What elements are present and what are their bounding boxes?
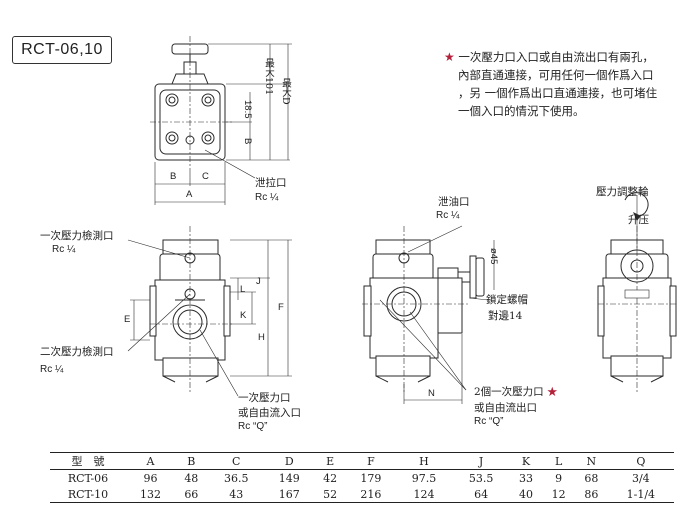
lock-nut-label: 鎖定螺帽 [486,294,528,306]
cell: 12 [551,487,566,501]
note-text-1: 一次壓力口入口或自由流出口有兩孔， [458,50,654,64]
col-b: B [187,454,196,468]
dim-18-5: 18.5 [242,100,253,119]
dim-j: J [256,276,261,287]
cell: 132 [139,487,161,501]
col-d: D [284,454,294,468]
cell: 86 [584,487,599,501]
col-j: J [478,454,484,468]
cell: 149 [278,471,300,485]
technical-drawings [127,36,678,404]
col-q: Q [636,454,646,468]
col-e: E [326,454,335,468]
dim-f: F [278,302,284,313]
cell: 66 [184,487,199,501]
note-line-3: ，另 一個作爲出口直通連接，也可堵住 [458,86,658,100]
cell: RCT-06 [67,471,109,485]
table-row: RCT-10 132 66 43 167 52 216 124 64 40 12… [50,486,674,503]
front-view [127,226,292,397]
primary-gauge-port-label: 一次壓力檢測口 [40,230,114,242]
primary-gauge-port-size: Rc ¼ [52,244,76,255]
cell: 48 [184,471,199,485]
cell: 33 [519,471,534,485]
dim-e: E [124,314,131,325]
dim-b-vertical: B [242,138,253,145]
col-a: A [146,454,155,468]
dim-k: K [240,310,247,321]
star-icon: ★ [444,50,455,64]
drain-port-size: Rc ¼ [255,192,279,203]
cell: 52 [323,487,338,501]
cell: 179 [360,471,382,485]
note-line-4: 一個入口的情況下使用。 [458,104,585,118]
col-k: K [521,454,531,468]
note-line-2: 內部直通連接，可用任何一個作爲入口 [458,68,654,82]
side-view [362,225,495,404]
star-marker-icon: ★ [547,386,558,398]
col-c: C [232,454,241,468]
drain-port-label: 泄拉口 [255,177,287,189]
outlet-size-label: Rc “Q” [474,416,504,427]
cell: 43 [229,487,244,501]
free-flow-outlet-label: 或自由流出口 [474,402,537,414]
dim-a: A [186,189,193,200]
cell: 167 [278,487,300,501]
cell: 9 [555,471,563,485]
dimension-table: 型 號 A B C D E F H J K L N Q RCT-06 96 48… [50,452,674,503]
cell: 96 [143,471,158,485]
cell: 42 [323,471,338,485]
dim-l: L [240,284,246,295]
secondary-gauge-port-label: 二次壓力檢測口 [40,346,114,358]
dim-c: C [202,171,209,182]
cell: 68 [584,471,599,485]
max-d-label: 最大D [280,78,291,105]
table-row: RCT-06 96 48 36.5 149 42 179 97.5 53.5 3… [50,470,674,487]
two-primary-ports-label: 2個一次壓力口 ★ [474,384,558,399]
primary-inlet-label: 一次壓力口 [238,392,291,404]
secondary-gauge-port-size: Rc ¼ [40,364,64,375]
across-flats-label: 對邊14 [488,310,523,322]
col-model: 型 號 [71,455,105,468]
drain-port-2-size: Rc ¼ [436,210,460,221]
two-primary-ports-text: 2個一次壓力口 [474,386,544,398]
cell: 36.5 [223,471,249,485]
cell: 1-1/4 [626,487,656,501]
rise-label: 升压 [628,214,649,226]
port-note: ★ 一次壓力口入口或自由流出口有兩孔， 內部直通連接，可用任何一個作爲入口 ，另… [444,48,694,120]
dim-n: N [428,388,435,399]
table-header-row: 型 號 A B C D E F H J K L N Q [50,452,674,470]
note-line-1: ★ 一次壓力口入口或自由流出口有兩孔， [444,48,694,66]
cell: 64 [474,487,489,501]
dim-b: B [170,171,177,182]
cell: 124 [413,487,435,501]
top-view [150,36,292,205]
col-n: N [586,454,597,468]
inlet-size-label: Rc “Q” [238,421,268,432]
model-title: RCT-06,10 [12,36,112,64]
cell: RCT-10 [67,487,109,501]
cell: 97.5 [411,471,437,485]
drain-port-2-label: 泄油口 [438,196,470,208]
cell: 40 [519,487,534,501]
phi45-label: ø45 [488,248,499,265]
col-h: H [419,454,429,468]
pressure-adjust-wheel-label: 壓力調整輪 [596,186,649,198]
col-l: L [555,454,563,468]
dim-h: H [258,332,265,343]
max-101-label: 最大101 [263,58,274,96]
cell: 53.5 [468,471,494,485]
rear-view [597,192,678,392]
col-f: F [367,454,375,468]
free-flow-inlet-label: 或自由流入口 [238,407,301,419]
cell: 216 [360,487,382,501]
cell: 3/4 [631,471,650,485]
